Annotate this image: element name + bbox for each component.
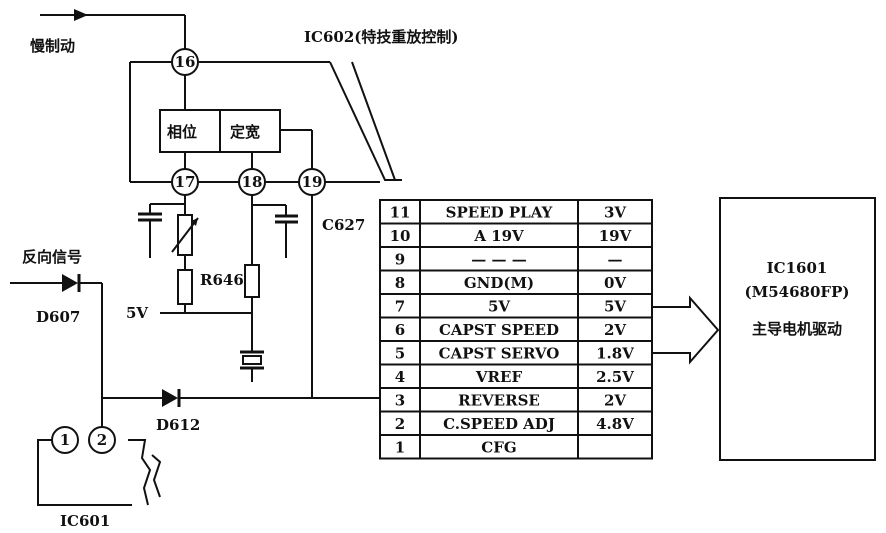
ic1601-box <box>719 197 876 461</box>
connector-signal-name: CFG <box>481 439 516 457</box>
connector-row: 1 CFG <box>395 439 517 457</box>
connector-row: 4 VREF 2.5V <box>395 368 634 386</box>
r646-label: R646 <box>200 271 244 289</box>
connector-voltage: 19V <box>599 227 632 245</box>
connector-row: 2 C.SPEED ADJ 4.8V <box>395 415 634 433</box>
ic601-pin-1-label: 1 <box>60 431 70 449</box>
ic602-pin-16: 16 <box>171 48 199 76</box>
pin-18-label: 18 <box>242 173 263 191</box>
connector-signal-name: C.SPEED ADJ <box>443 415 555 433</box>
connector-pin-number: 9 <box>395 251 405 269</box>
connector-table: 11 SPEED PLAY 3V 10 A 19V 19V 9 — — — — 8 GND(M) 0V… <box>379 199 653 460</box>
connector-row: 3 REVERSE 2V <box>395 392 627 410</box>
connector-signal-name: SPEED PLAY <box>446 204 553 222</box>
reverse-signal-label: 反向信号 <box>22 248 82 266</box>
connector-pin-number: 10 <box>390 227 411 245</box>
connector-pin-number: 7 <box>395 298 405 316</box>
width-block-label: 定宽 <box>230 123 260 141</box>
connector-pin-number: 3 <box>395 392 405 410</box>
connector-row: 7 5V 5V <box>395 298 627 316</box>
connector-voltage: 2.5V <box>596 368 634 386</box>
ic601-label: IC601 <box>60 512 110 530</box>
connector-signal-name: 5V <box>488 298 510 316</box>
ic1601-description: 主导电机驱动 <box>752 320 842 338</box>
d612-diode <box>102 389 380 407</box>
connector-pin-number: 2 <box>395 415 405 433</box>
signal-arrow <box>652 295 720 365</box>
connector-signal-name: VREF <box>475 368 523 386</box>
pin-17-label: 17 <box>175 173 196 191</box>
c627-label: C627 <box>322 216 365 234</box>
connector-voltage: 3V <box>604 204 626 222</box>
connector-row: 9 — — — — <box>395 251 623 269</box>
pin-19-label: 19 <box>302 173 323 191</box>
d607-diode <box>10 274 103 428</box>
slow-motion-input <box>40 9 186 50</box>
connector-signal-name: REVERSE <box>458 392 540 410</box>
connector-outline <box>379 199 653 460</box>
pin18-network <box>240 195 298 382</box>
ic1601-part-number: (M54680FP) <box>745 283 850 301</box>
connector-voltage: 1.8V <box>596 345 634 363</box>
phase-block-label: 相位 <box>167 123 197 141</box>
connector-signal-name: A 19V <box>473 227 524 245</box>
connector-signal-name: — — — <box>471 251 526 269</box>
connector-row: 6 CAPST SPEED 2V <box>395 321 627 339</box>
connector-pin-number: 5 <box>395 345 405 363</box>
ic602-pin-17: 17 <box>171 168 199 196</box>
connector-signal-name: CAPST SPEED <box>439 321 559 339</box>
ic602-pin-18: 18 <box>238 168 266 196</box>
connector-row: 11 SPEED PLAY 3V <box>390 204 627 222</box>
slow-motion-label: 慢制动 <box>30 37 75 55</box>
connector-signal-name: GND(M) <box>464 274 534 292</box>
connector-row: 8 GND(M) 0V <box>395 274 627 292</box>
pin18-resistor <box>244 264 260 298</box>
ic602-pin-19: 19 <box>298 168 326 196</box>
ic602-wiring <box>129 61 402 183</box>
connector-voltage: 5V <box>604 298 626 316</box>
pin17-network <box>138 195 199 313</box>
connector-pin-number: 1 <box>395 439 405 457</box>
ic602-title: IC602(特技重放控制) <box>304 28 458 46</box>
pin-16-label: 16 <box>175 53 196 71</box>
ic601-pin-2-label: 2 <box>97 431 107 449</box>
connector-voltage: 0V <box>604 274 626 292</box>
d607-label: D607 <box>36 308 80 326</box>
connector-pin-number: 11 <box>390 204 411 222</box>
connector-row: 10 A 19V 19V <box>390 227 632 245</box>
d612-label: D612 <box>156 416 200 434</box>
connector-pin-number: 6 <box>395 321 405 339</box>
r646-resistor <box>177 269 193 305</box>
five-v-label: 5V <box>126 304 148 322</box>
connector-row: 5 CAPST SERVO 1.8V <box>395 345 634 363</box>
connector-pin-number: 4 <box>395 368 405 386</box>
ic601: 1 2 <box>37 426 162 506</box>
connector-voltage: 2V <box>604 321 626 339</box>
connector-pin-number: 8 <box>395 274 405 292</box>
ic1601-label: IC1601 <box>767 259 828 277</box>
connector-voltage: — <box>608 251 623 269</box>
connector-signal-name: CAPST SERVO <box>439 345 560 363</box>
connector-voltage: 2V <box>604 392 626 410</box>
connector-voltage: 4.8V <box>596 415 634 433</box>
